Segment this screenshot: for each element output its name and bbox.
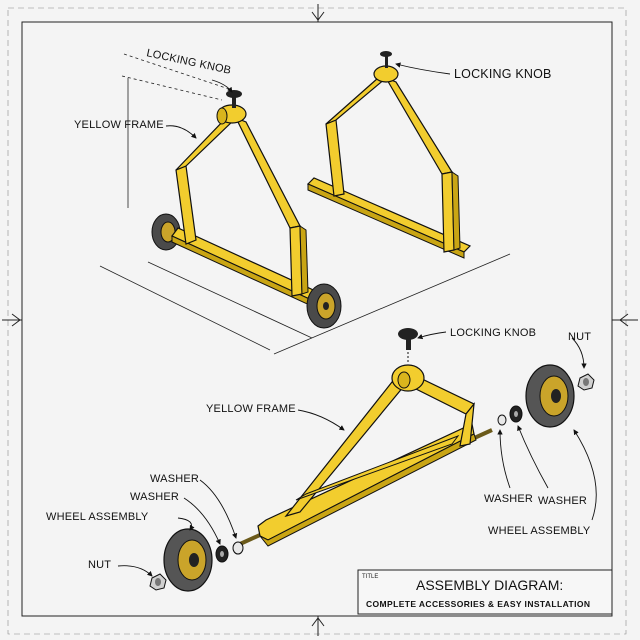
nut-icon bbox=[577, 373, 595, 391]
label-locking-knob-bottom: LOCKING KNOB bbox=[450, 327, 536, 339]
label-locking-knob-top-right: LOCKING KNOB bbox=[454, 67, 552, 81]
leader-lines bbox=[117, 62, 597, 577]
center-mark-right bbox=[612, 313, 638, 327]
wheel-assembly-right bbox=[497, 364, 595, 428]
locking-knob-icon bbox=[380, 51, 392, 68]
label-nut-right: NUT bbox=[568, 331, 591, 343]
label-nut-left: NUT bbox=[88, 559, 111, 571]
wheel-assembly-left bbox=[149, 528, 244, 592]
exploded-frame bbox=[239, 328, 493, 547]
title-block-label: TITLE bbox=[362, 574, 378, 580]
title-block-title: ASSEMBLY DIAGRAM: bbox=[416, 577, 563, 593]
center-mark-bottom bbox=[311, 616, 325, 636]
label-washer-right-2: WASHER bbox=[538, 495, 587, 507]
drawing-border bbox=[2, 4, 638, 636]
label-wheel-assembly-left: WHEEL ASSEMBLY bbox=[46, 511, 149, 523]
wheel-icon bbox=[163, 528, 213, 592]
title-block: TITLE ASSEMBLY DIAGRAM: COMPLETE ACCESSO… bbox=[357, 569, 613, 615]
title-block-subtitle: COMPLETE ACCESSORIES & EASY INSTALLATION bbox=[366, 599, 590, 609]
wheel-icon bbox=[525, 364, 575, 428]
nut-icon bbox=[149, 573, 167, 591]
center-mark-top bbox=[311, 4, 325, 22]
wheel-icon bbox=[306, 283, 342, 329]
dimension-lines-left bbox=[99, 53, 511, 355]
stand-right-frame bbox=[306, 51, 472, 259]
locking-knob-icon bbox=[398, 328, 418, 364]
label-washer-left-2: WASHER bbox=[130, 491, 179, 503]
label-locking-knob-top-left: LOCKING KNOB bbox=[145, 47, 232, 77]
label-wheel-assembly-right: WHEEL ASSEMBLY bbox=[488, 525, 591, 537]
label-yellow-frame-top-left: YELLOW FRAME bbox=[74, 119, 164, 131]
label-washer-left-1: WASHER bbox=[150, 473, 199, 485]
washer-icon bbox=[497, 414, 507, 426]
stand-left-with-wheels bbox=[151, 90, 342, 329]
label-yellow-frame-bottom: YELLOW FRAME bbox=[206, 403, 296, 415]
label-washer-right-1: WASHER bbox=[484, 493, 533, 505]
washer-icon bbox=[232, 541, 244, 555]
center-mark-left bbox=[2, 313, 22, 327]
